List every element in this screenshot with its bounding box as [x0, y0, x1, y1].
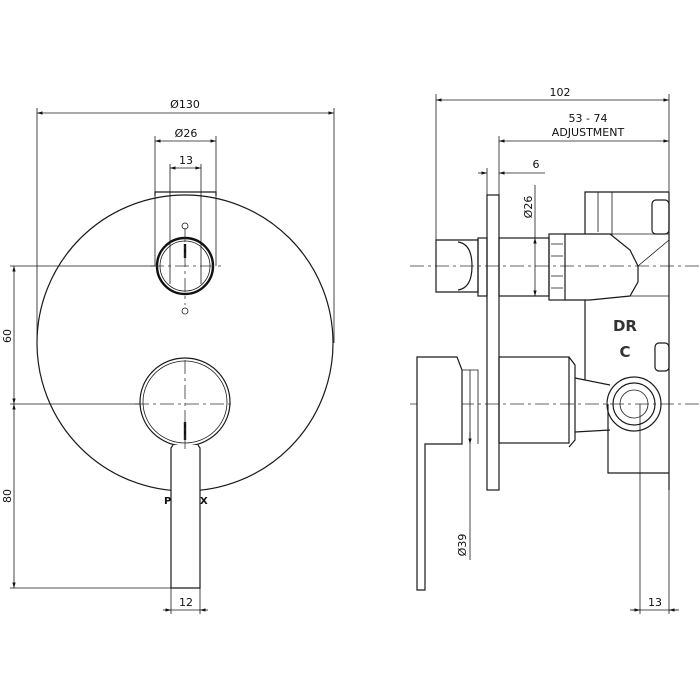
dim-knob-diameter: Ø26	[175, 127, 198, 140]
dim-knob-width: 13	[179, 154, 193, 167]
indicator-dot-bottom	[181, 307, 189, 315]
dim-outlet-offset: 13	[648, 596, 662, 609]
dim-handle-diameter: Ø39	[456, 534, 469, 557]
outlet-fitting	[606, 376, 662, 432]
valve-body	[565, 191, 670, 490]
label-c: C	[619, 343, 630, 361]
knob-collar	[477, 237, 488, 297]
label-dr: DR	[613, 317, 637, 335]
dim-plate-diameter: Ø130	[170, 98, 200, 111]
mixer-lever-side	[416, 356, 463, 591]
dim-overall-depth: 102	[550, 86, 571, 99]
front-view: P X Ø130 Ø26 13 60 80	[1, 98, 335, 614]
cartridge-body	[498, 356, 570, 444]
svg-text:X: X	[200, 496, 208, 507]
dim-lever-width: 12	[179, 596, 193, 609]
dim-spindle-diameter: Ø26	[522, 196, 535, 219]
dim-plate-thickness: 6	[533, 158, 540, 171]
brand-logo: P X	[164, 496, 208, 507]
port-mid	[654, 342, 670, 372]
spindle-nut	[548, 233, 566, 301]
cover-plate-side	[486, 194, 500, 491]
side-view: DR C 102 53 - 74 ADJUSTMENT 6 Ø26 Ø39	[410, 86, 700, 614]
port-top	[651, 199, 670, 235]
svg-text:P: P	[164, 496, 171, 507]
dim-upper-spacing: 60	[1, 329, 14, 343]
mixer-lever	[170, 444, 201, 589]
dim-lower-spacing: 80	[1, 489, 14, 503]
spindle-body	[498, 237, 550, 297]
dim-adjustment-label: ADJUSTMENT	[552, 126, 625, 139]
dim-adjustment-range: 53 - 74	[569, 112, 608, 125]
